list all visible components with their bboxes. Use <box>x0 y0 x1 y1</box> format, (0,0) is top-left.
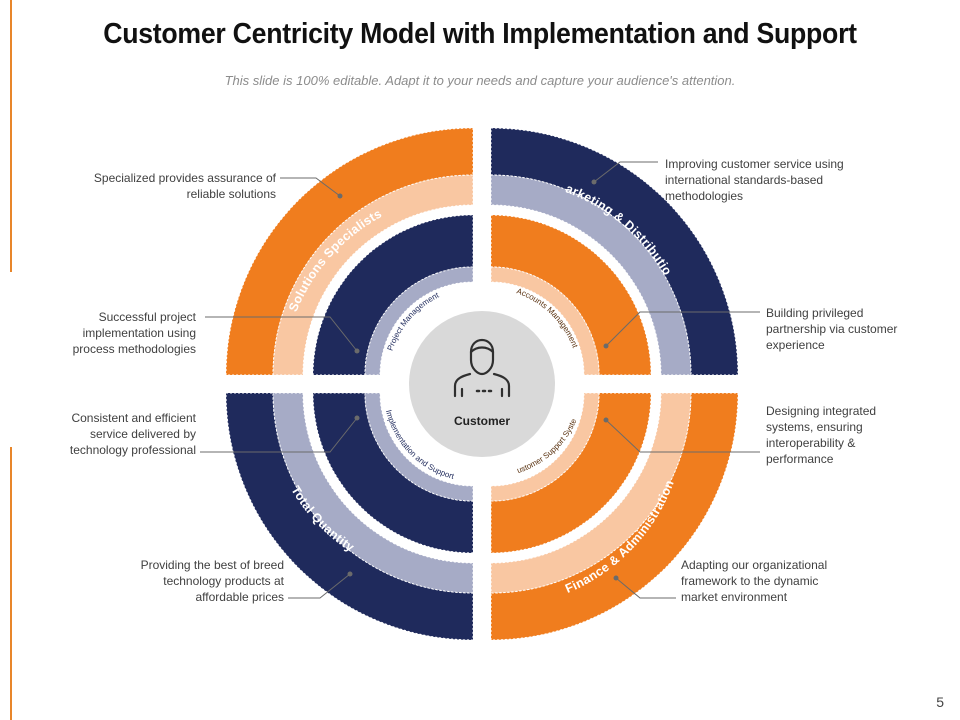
note-customer-support-system: Designing integrated systems, ensuring i… <box>766 404 877 466</box>
connector-dot <box>613 575 619 581</box>
person-icon <box>453 338 511 398</box>
connector-tl-inner <box>205 316 358 352</box>
segment-bottom-left-inner-rim <box>364 392 474 502</box>
left-accent-bar-top <box>10 0 12 272</box>
segment-top-right-inner-rim <box>490 266 600 376</box>
note-accounts-management: Building privileged partnership via cust… <box>766 306 898 352</box>
connector-lines <box>200 161 760 599</box>
connector-tr-outer <box>593 161 658 183</box>
segment-bottom-left-inner-band <box>312 392 474 554</box>
segment-top-left-middle-band <box>272 174 474 376</box>
note-project-management: Successful project implementation using … <box>72 310 196 356</box>
page-number: 5 <box>936 694 944 710</box>
connector-dot <box>603 417 609 423</box>
connector-dot <box>354 348 360 354</box>
note-implementation-support: Consistent and efficient service deliver… <box>69 411 196 457</box>
left-accent-bar-bottom <box>10 447 12 720</box>
connector-br-outer <box>615 577 676 599</box>
connector-dot <box>337 193 343 199</box>
segment-top-right-outer-band <box>490 127 739 376</box>
note-marketing-distribution: Improving customer service using interna… <box>665 157 844 203</box>
note-solutions-specialists: Specialized provides assurance of reliab… <box>93 171 276 201</box>
center-label: Customer <box>454 414 510 428</box>
connector-dot <box>591 179 597 185</box>
segment-top-left-inner-band <box>312 214 474 376</box>
segment-top-right-middle-band <box>490 174 692 376</box>
segment-bottom-left-middle-band <box>272 392 474 594</box>
page-title: Customer Centricity Model with Implement… <box>103 18 857 50</box>
segment-top-right-inner-band <box>490 214 652 376</box>
connector-bl-outer <box>288 573 351 599</box>
connector-bl-inner <box>200 417 358 453</box>
note-finance-administration: Adapting our organizational framework to… <box>681 558 828 604</box>
note-total-quantity: Providing the best of breed technology p… <box>140 558 284 604</box>
segment-bottom-right-inner-band <box>490 392 652 554</box>
connector-dot <box>603 343 609 349</box>
segment-bottom-right-inner-rim <box>490 392 600 502</box>
segment-top-left-inner-rim <box>364 266 474 376</box>
page-subtitle: This slide is 100% editable. Adapt it to… <box>224 73 736 88</box>
customer-center-circle <box>409 311 555 457</box>
connector-br-inner <box>605 419 760 453</box>
segment-bottom-right-middle-band <box>490 392 692 594</box>
connector-dot <box>354 415 360 421</box>
connector-tl-outer <box>280 177 341 197</box>
connector-tr-inner <box>605 311 760 347</box>
connector-dot <box>347 571 353 577</box>
